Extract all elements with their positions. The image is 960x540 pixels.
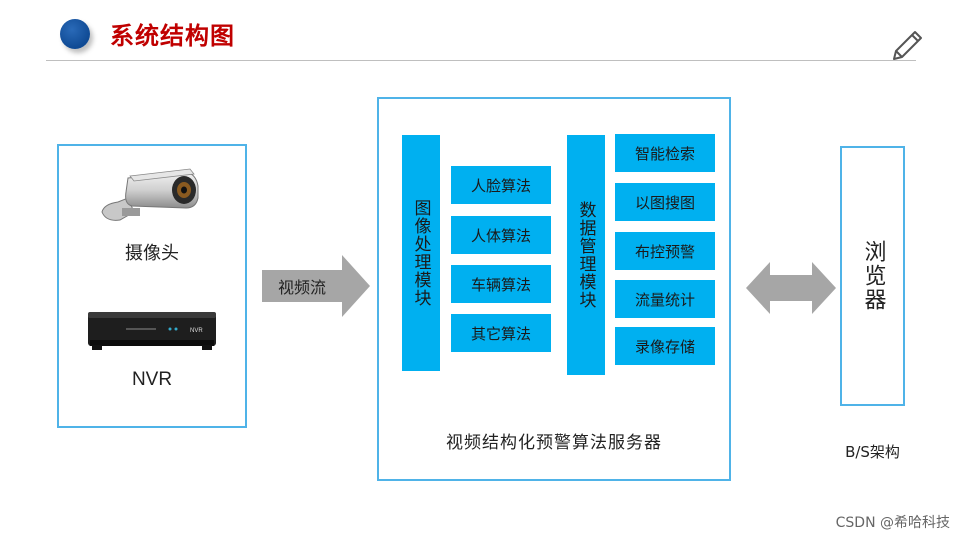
camera-icon	[101, 168, 199, 221]
function-alert-control: 布控预警	[615, 232, 715, 270]
nvr-badge: NVR	[190, 328, 203, 334]
algorithm-body: 人体算法	[451, 216, 551, 254]
watermark: CSDN @希哈科技	[835, 515, 950, 531]
function-image-search: 以图搜图	[615, 183, 715, 221]
server-caption: 视频结构化预警算法服务器	[446, 433, 662, 453]
browser-label: 浏览器	[860, 240, 886, 312]
page-title: 系统结构图	[110, 22, 235, 50]
camera-label: 摄像头	[125, 243, 179, 264]
title-divider	[46, 60, 916, 61]
function-video-storage: 录像存储	[615, 327, 715, 365]
nvr-device-icon: NVR	[88, 312, 216, 350]
function-smart-search: 智能检索	[615, 134, 715, 172]
bidirectional-arrow	[746, 262, 836, 314]
nvr-label: NVR	[131, 369, 173, 390]
video-stream-label: 视频流	[277, 278, 326, 297]
function-traffic-stats: 流量统计	[615, 280, 715, 318]
algorithm-face: 人脸算法	[451, 166, 551, 204]
algorithm-other: 其它算法	[451, 314, 551, 352]
data-management-module: 数据管理模块	[567, 135, 605, 375]
browser-box	[840, 146, 905, 406]
title-bullet-icon	[60, 19, 90, 49]
algorithm-vehicle: 车辆算法	[451, 265, 551, 303]
image-processing-module: 图像处理模块	[402, 135, 440, 371]
architecture-label: B/S架构	[845, 443, 900, 461]
video-stream-arrow	[262, 255, 370, 317]
pen-icon	[893, 31, 922, 60]
